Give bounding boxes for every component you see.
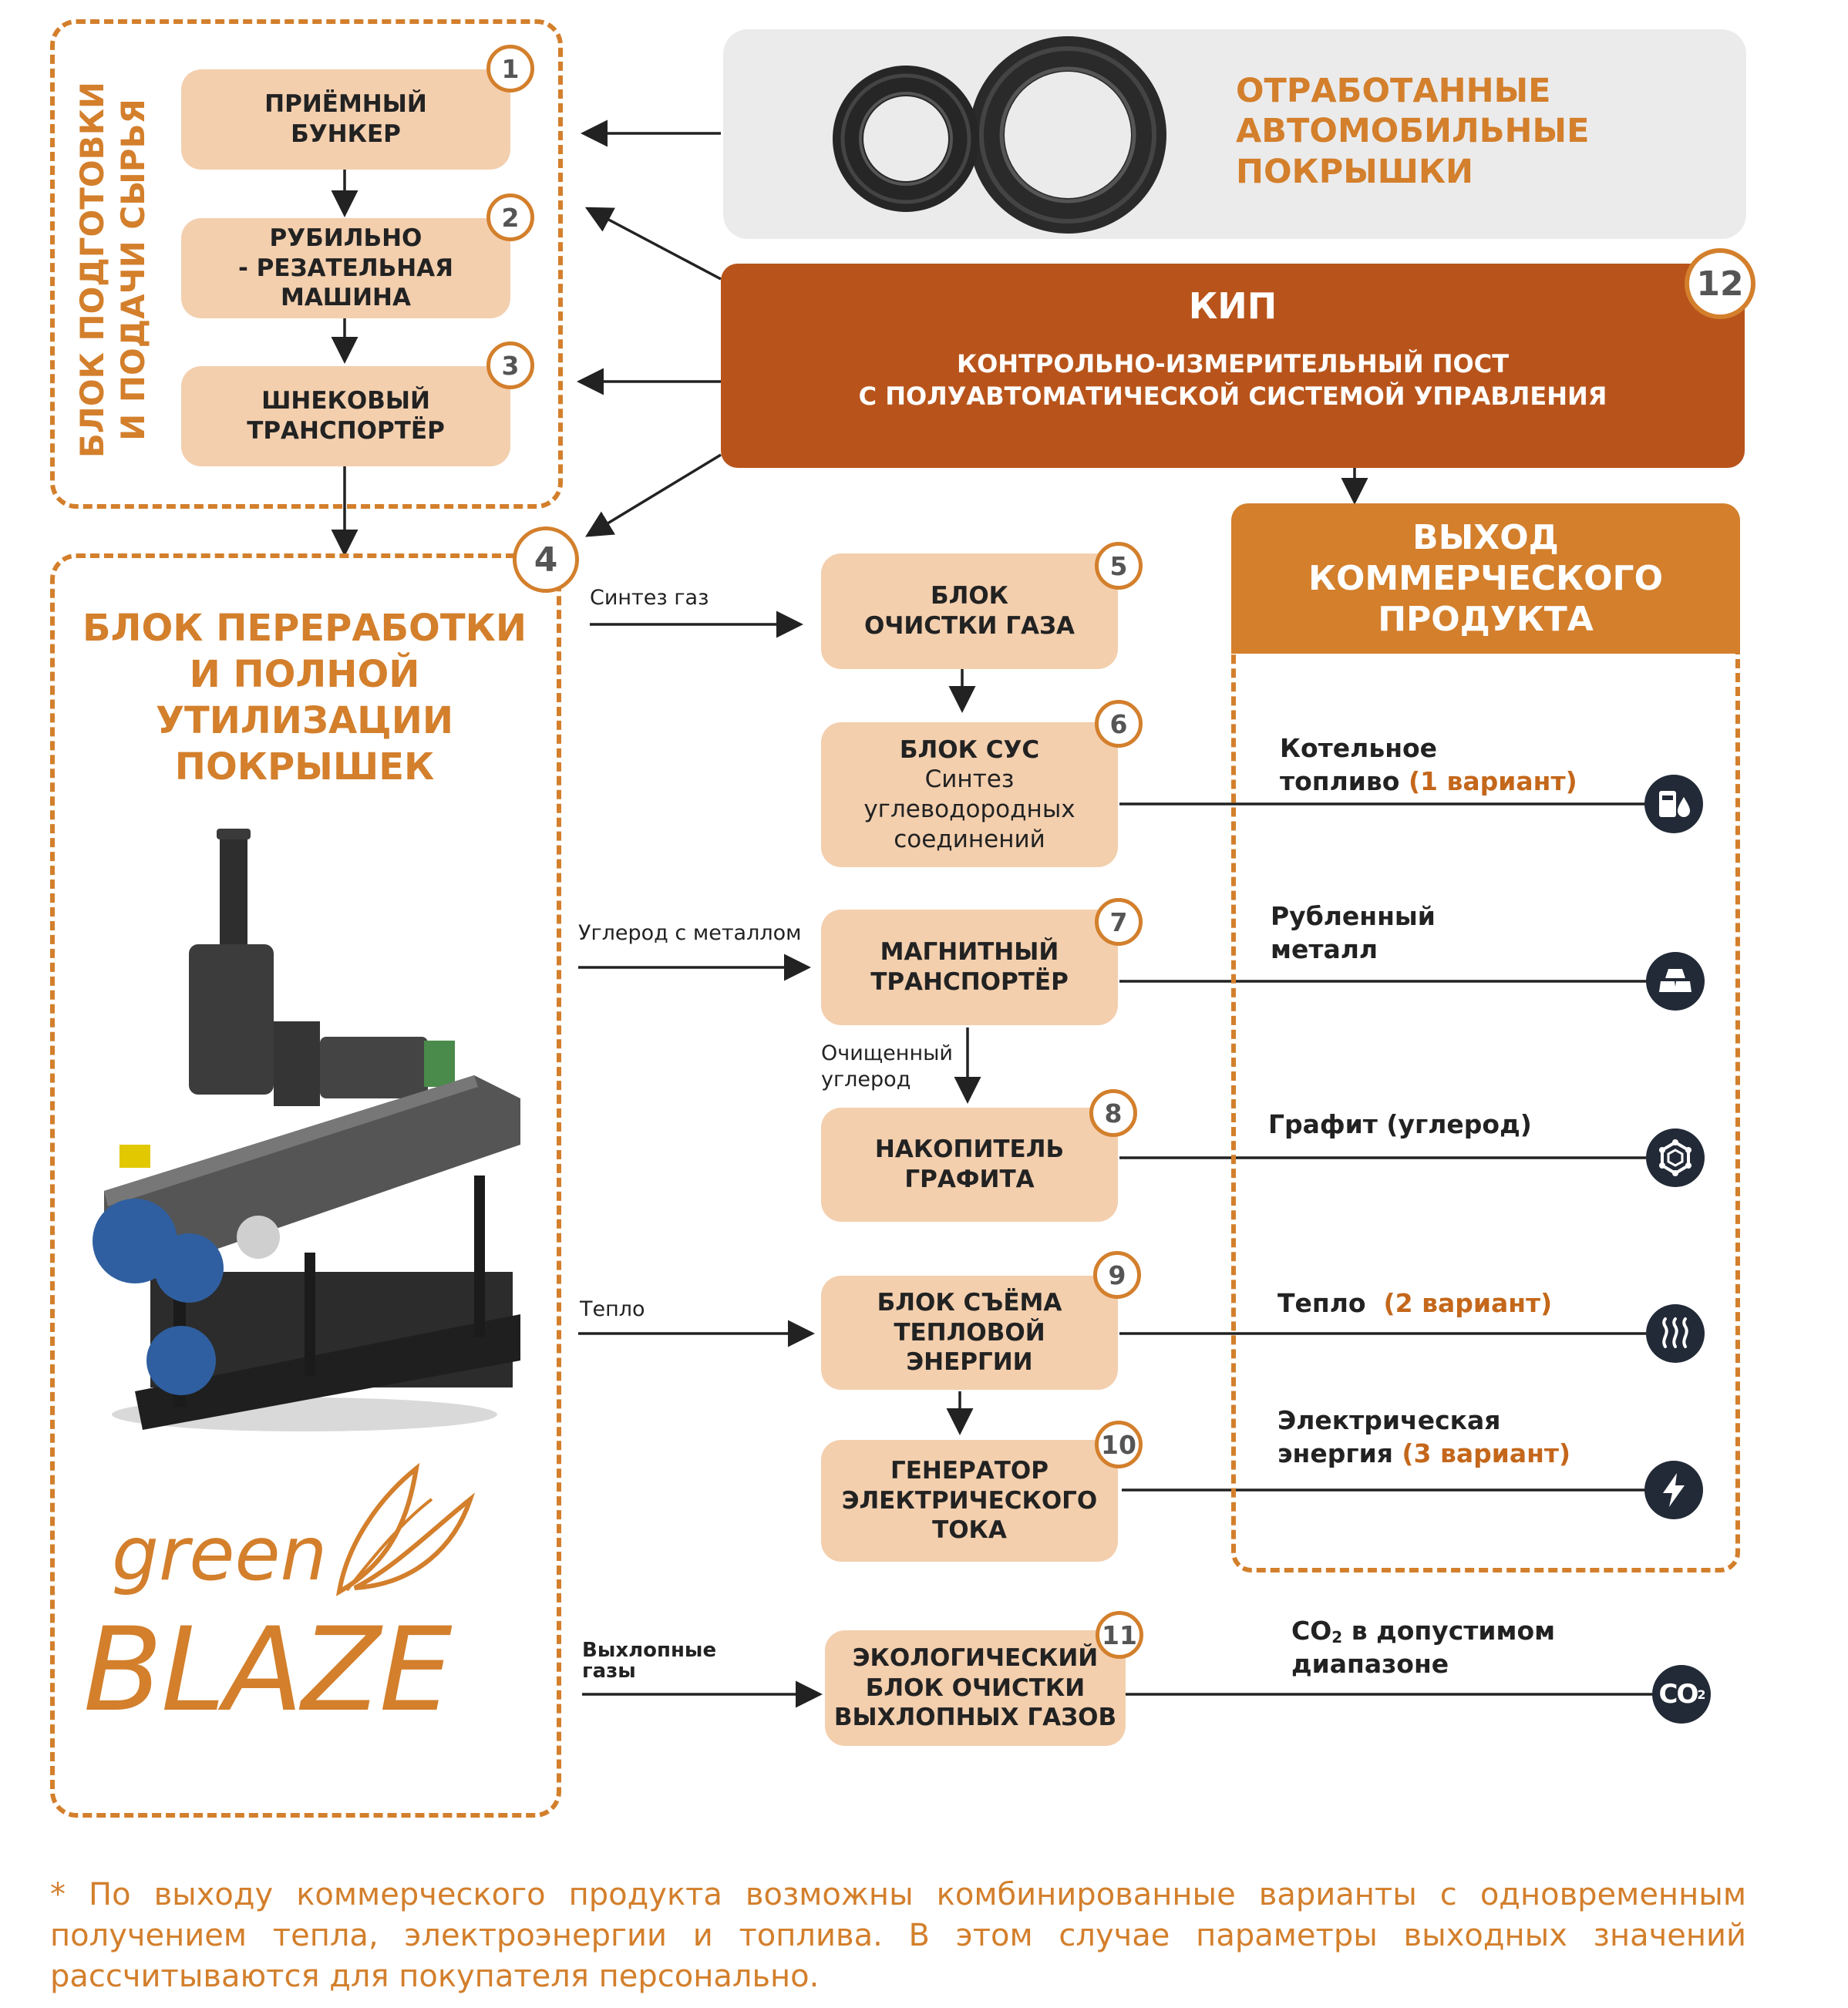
commercial-header — [1231, 503, 1740, 654]
processing-block-number: 4 — [513, 526, 579, 593]
block-6-number: 6 — [1095, 700, 1143, 748]
step-1-label: ПРИЁМНЫЙ БУНКЕР — [264, 90, 427, 148]
block-7: МАГНИТНЫЙ ТРАНСПОРТЁР — [821, 910, 1118, 1025]
logo-green: green — [112, 1511, 328, 1597]
output-electric-variant: (3 вариант) — [1402, 1438, 1571, 1468]
block-5: БЛОК ОЧИСТКИ ГАЗА — [821, 553, 1118, 669]
flow-heat-label: Тепло — [580, 1297, 645, 1321]
block-10-label: ГЕНЕРАТОР ЭЛЕКТРИЧЕСКОГО ТОКА — [841, 1456, 1098, 1545]
step-3-label: ШНЕКОВЫЙ ТРАНСПОРТЁР — [247, 387, 445, 445]
kip-number: 12 — [1685, 248, 1755, 319]
footnote: * По выходу коммерческого продукта возмо… — [50, 1877, 1746, 1995]
output-metal-label: Рубленный металл — [1271, 901, 1436, 964]
step-1-box: ПРИЁМНЫЙ БУНКЕР — [181, 69, 510, 170]
output-graphite-label: Графит (углерод) — [1268, 1109, 1532, 1139]
output-co2-label: CO2 в допустимом диапазоне — [1291, 1616, 1556, 1679]
graphite-icon — [1646, 1128, 1705, 1187]
flow-carbon-metal-label: Углерод с металлом — [578, 921, 802, 945]
step-2-box: РУБИЛЬНО - РЕЗАТЕЛЬНАЯ МАШИНА — [181, 218, 510, 318]
output-fuel-label: Котельное топливо (1 вариант) — [1280, 733, 1577, 796]
output-heat-label: Тепло (2 вариант) — [1277, 1288, 1553, 1318]
fuel-icon — [1644, 775, 1703, 833]
block-5-number: 5 — [1095, 542, 1143, 590]
logo-blaze: BLAZE — [83, 1603, 453, 1737]
processing-block-frame — [50, 553, 561, 1818]
lightning-icon — [1644, 1461, 1703, 1519]
block-6-title: БЛОК СУС — [899, 735, 1040, 764]
flow-exhaust-label: Выхлопные газы — [582, 1639, 717, 1683]
block-8: НАКОПИТЕЛЬ ГРАФИТА — [821, 1108, 1118, 1222]
block-9-number: 9 — [1093, 1251, 1141, 1299]
block-9-label: БЛОК СЪЁМА ТЕПЛОВОЙ ЭНЕРГИИ — [877, 1288, 1062, 1377]
output-fuel-variant: (1 вариант) — [1408, 765, 1577, 796]
kip-box — [721, 264, 1745, 468]
step-2-number: 2 — [486, 193, 534, 241]
step-1-number: 1 — [486, 45, 534, 92]
metal-ingots-icon — [1646, 952, 1705, 1011]
block-9: БЛОК СЪЁМА ТЕПЛОВОЙ ЭНЕРГИИ — [821, 1276, 1118, 1390]
leaf-logo-icon — [335, 1462, 476, 1596]
block-11-number: 11 — [1096, 1611, 1143, 1659]
step-3-box: ШНЕКОВЫЙ ТРАНСПОРТЁР — [181, 366, 510, 466]
block-8-label: НАКОПИТЕЛЬ ГРАФИТА — [874, 1135, 1065, 1193]
flow-syngas-label: Синтез газ — [590, 586, 709, 610]
heat-icon — [1646, 1304, 1705, 1363]
flow-cleaned-carbon-label: Очищенный углерод — [821, 1041, 953, 1091]
prep-block-frame — [50, 19, 563, 509]
kip-subtitle: КОНТРОЛЬНО-ИЗМЕРИТЕЛЬНЫЙ ПОСТ С ПОЛУАВТО… — [858, 349, 1607, 411]
kip-title: КИП — [1188, 285, 1277, 327]
block-6: БЛОК СУС Синтез углеводородных соединени… — [821, 722, 1118, 867]
block-11: ЭКОЛОГИЧЕСКИЙ БЛОК ОЧИСТКИ ВЫХЛОПНЫХ ГАЗ… — [825, 1630, 1126, 1746]
output-electric-label: Электрическая энергия (3 вариант) — [1277, 1405, 1571, 1468]
block-5-label: БЛОК ОЧИСТКИ ГАЗА — [863, 582, 1075, 640]
commercial-frame — [1231, 594, 1740, 1572]
block-7-number: 7 — [1095, 898, 1143, 946]
processing-block-title: БЛОК ПЕРЕРАБОТКИ И ПОЛНОЙ УТИЛИЗАЦИИ ПОК… — [82, 607, 527, 789]
commercial-title: ВЫХОД КОММЕРЧЕСКОГО ПРОДУКТА — [1308, 518, 1663, 639]
step-2-label: РУБИЛЬНО - РЕЗАТЕЛЬНАЯ МАШИНА — [237, 224, 454, 312]
block-6-sub: Синтез углеводородных соединений — [863, 765, 1075, 853]
prep-block-label: БЛОК ПОДГОТОВКИ И ПОДАЧИ СЫРЬЯ — [73, 81, 152, 459]
block-10: ГЕНЕРАТОР ЭЛЕКТРИЧЕСКОГО ТОКА — [821, 1440, 1118, 1562]
block-10-number: 10 — [1095, 1421, 1143, 1468]
output-heat-variant: (2 вариант) — [1383, 1288, 1553, 1318]
block-8-number: 8 — [1089, 1089, 1137, 1137]
step-3-number: 3 — [486, 341, 534, 389]
block-7-label: МАГНИТНЫЙ ТРАНСПОРТЁР — [870, 938, 1069, 996]
pyrolysis-machine-image — [93, 829, 520, 1431]
tires-title: ОТРАБОТАННЫЕ АВТОМОБИЛЬНЫЕ ПОКРЫШКИ — [1236, 72, 1590, 191]
block-11-label: ЭКОЛОГИЧЕСКИЙ БЛОК ОЧИСТКИ ВЫХЛОПНЫХ ГАЗ… — [833, 1643, 1117, 1732]
tires-image — [833, 36, 1166, 234]
